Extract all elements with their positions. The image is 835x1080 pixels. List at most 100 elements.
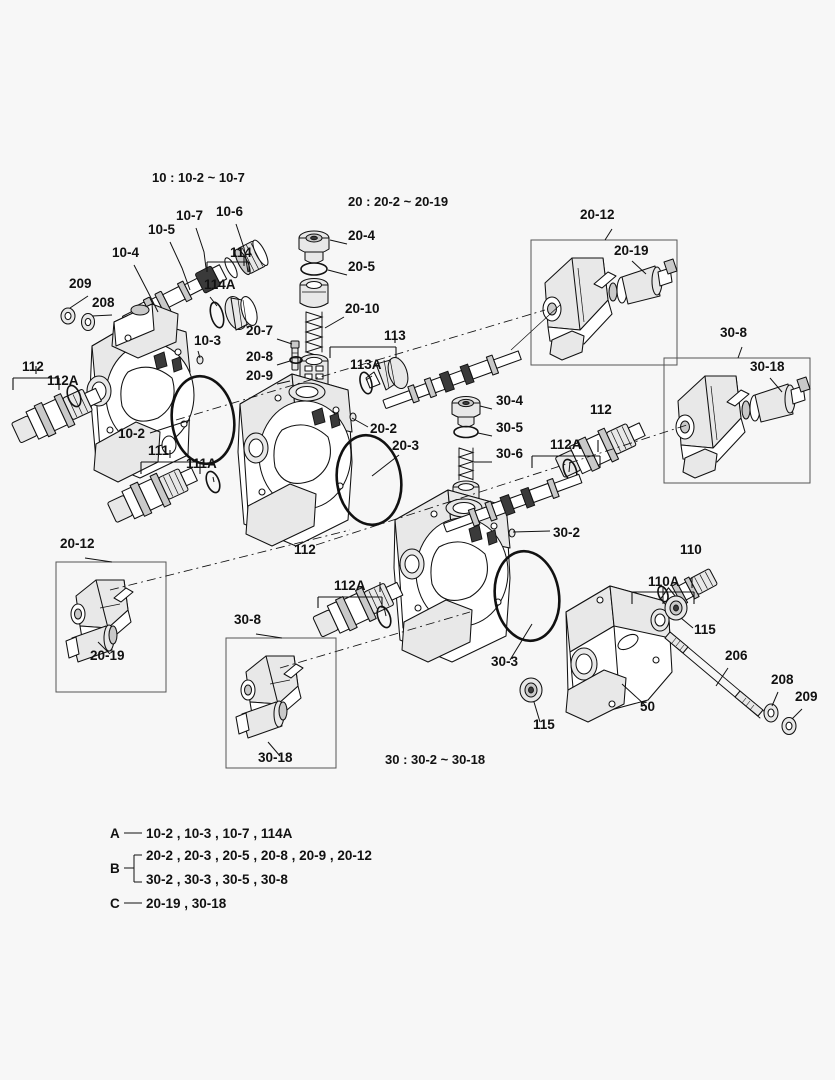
leader-lines	[69, 223, 803, 757]
part-30-3-oring	[493, 549, 561, 643]
callout-111A: 111A	[186, 456, 217, 471]
part-112-cartridge-bot	[312, 581, 404, 638]
legend: A 10-2 , 10-3 , 10-7 , 114A B 20-2 , 20-…	[110, 826, 372, 911]
callout-30-5: 30-5	[496, 420, 524, 435]
solenoid-valve-30-8	[675, 375, 750, 479]
section-header-10: 10 : 10-2 ~ 10-7	[152, 170, 245, 185]
assembly-axis-mid	[315, 423, 691, 546]
callout-30-8-bot: 30-8	[234, 612, 262, 627]
callout-labels: 10-7 10-6 10-5 10-4 114 114A 209 208 10-…	[22, 204, 818, 765]
inset-30-8-top	[663, 357, 811, 484]
callout-10-2: 10-2	[118, 426, 145, 441]
part-112A-oring-bot	[376, 605, 392, 629]
valve-body-10	[86, 303, 195, 483]
callout-30-3: 30-3	[491, 654, 519, 669]
callout-20-2: 20-2	[370, 421, 397, 436]
part-113A-oring	[359, 371, 373, 395]
callout-113A: 113A	[350, 357, 382, 372]
callout-208-right: 208	[771, 672, 794, 687]
callout-10-6: 10-6	[216, 204, 244, 219]
callout-20-3: 20-3	[392, 438, 420, 453]
callout-114: 114	[230, 245, 252, 260]
legend-items-B-1: 20-2 , 20-3 , 20-5 , 20-8 , 20-9 , 20-12	[146, 848, 372, 863]
callout-20-8: 20-8	[246, 349, 274, 364]
section-header-30: 30 : 30-2 ~ 30-18	[385, 752, 485, 767]
callout-20-9: 20-9	[246, 368, 273, 383]
part-208-washer-right	[763, 703, 779, 723]
callout-30-6: 30-6	[496, 446, 524, 461]
part-114-cap	[224, 296, 258, 331]
part-10-2-oring	[170, 374, 236, 466]
part-112A-oring-left	[66, 384, 82, 408]
solenoid-coil-20-19	[608, 258, 678, 305]
callout-50: 50	[640, 699, 655, 714]
part-111-cartridge	[107, 467, 198, 523]
callout-115-right: 115	[694, 622, 716, 637]
inset-30-8-bot	[225, 637, 337, 769]
callout-112-mid: 112	[590, 402, 612, 417]
legend-key-A: A	[110, 826, 120, 841]
callout-10-7: 10-7	[176, 208, 203, 223]
callout-10-3: 10-3	[194, 333, 222, 348]
valve-section-30	[312, 395, 646, 663]
callout-20-12-left: 20-12	[60, 536, 95, 551]
callout-30-18-top: 30-18	[750, 359, 785, 374]
inset-20-12-left	[55, 561, 167, 693]
part-10-3-plug	[196, 355, 204, 365]
section-header-labels: 10 : 10-2 ~ 10-7 20 : 20-2 ~ 20-19 30 : …	[152, 170, 485, 767]
end-cover-body-50	[565, 585, 673, 723]
part-20-4-cap	[298, 230, 330, 264]
callout-112A-bot: 112A	[334, 578, 366, 593]
callout-112A-mid: 112A	[550, 437, 582, 452]
legend-items-C: 20-19 , 30-18	[146, 896, 227, 911]
callout-110: 110	[680, 542, 702, 557]
part-111A-oring	[205, 470, 221, 494]
end-cover-section-50	[519, 568, 797, 736]
part-20-7-screw	[290, 340, 300, 371]
callout-208-left: 208	[92, 295, 115, 310]
callout-20-7: 20-7	[246, 323, 273, 338]
part-208-washer-left	[80, 312, 96, 332]
section-header-20: 20 : 20-2 ~ 20-19	[348, 194, 448, 209]
callout-20-4: 20-4	[348, 228, 376, 243]
legend-items-B-2: 30-2 , 30-3 , 30-5 , 30-8	[146, 872, 288, 887]
bracket-groups	[12, 256, 695, 608]
callout-209-left: 209	[69, 276, 92, 291]
callout-20-5: 20-5	[348, 259, 376, 274]
solenoid-coil-20-19-left	[65, 624, 118, 663]
solenoid-valve-20-12	[542, 257, 617, 361]
valve-body-20	[237, 373, 353, 547]
legend-items-A: 10-2 , 10-3 , 10-7 , 114A	[146, 826, 293, 841]
callout-20-10: 20-10	[345, 301, 380, 316]
inset-20-12-top	[510, 239, 678, 366]
callout-10-4: 10-4	[112, 245, 140, 260]
callout-113: 113	[384, 328, 406, 343]
callout-112-bot: 112	[294, 542, 316, 557]
callout-20-19-left: 20-19	[90, 648, 125, 663]
part-112-cartridge-mid	[555, 422, 646, 478]
part-30-2-plug	[508, 528, 516, 538]
callout-111: 111	[148, 443, 170, 458]
callout-30-4: 30-4	[496, 393, 524, 408]
part-20-10-seat	[299, 277, 329, 309]
callout-112A-left: 112A	[47, 373, 79, 388]
assembly-axis-bot-mid	[279, 611, 471, 669]
part-30-5-oring	[453, 425, 479, 439]
callout-110A: 110A	[648, 574, 680, 589]
callout-206: 206	[725, 648, 748, 663]
spool-shaft-30	[443, 473, 583, 533]
solenoid-coil-30-18	[741, 376, 811, 423]
assembly-axis-bot-left	[109, 529, 351, 591]
part-115-plug-right	[664, 595, 688, 621]
assembly-axis-top	[175, 309, 546, 421]
part-20-8-oring	[289, 355, 303, 364]
callout-114A: 114A	[204, 277, 236, 292]
callout-112-left: 112	[22, 359, 44, 374]
part-206-tie-rod	[664, 631, 766, 719]
part-113-plug	[365, 357, 409, 391]
part-30-6-spring	[457, 447, 475, 481]
callout-30-18-bot: 30-18	[258, 750, 293, 765]
valve-section-10	[11, 239, 269, 523]
valve-body-30	[393, 489, 511, 663]
